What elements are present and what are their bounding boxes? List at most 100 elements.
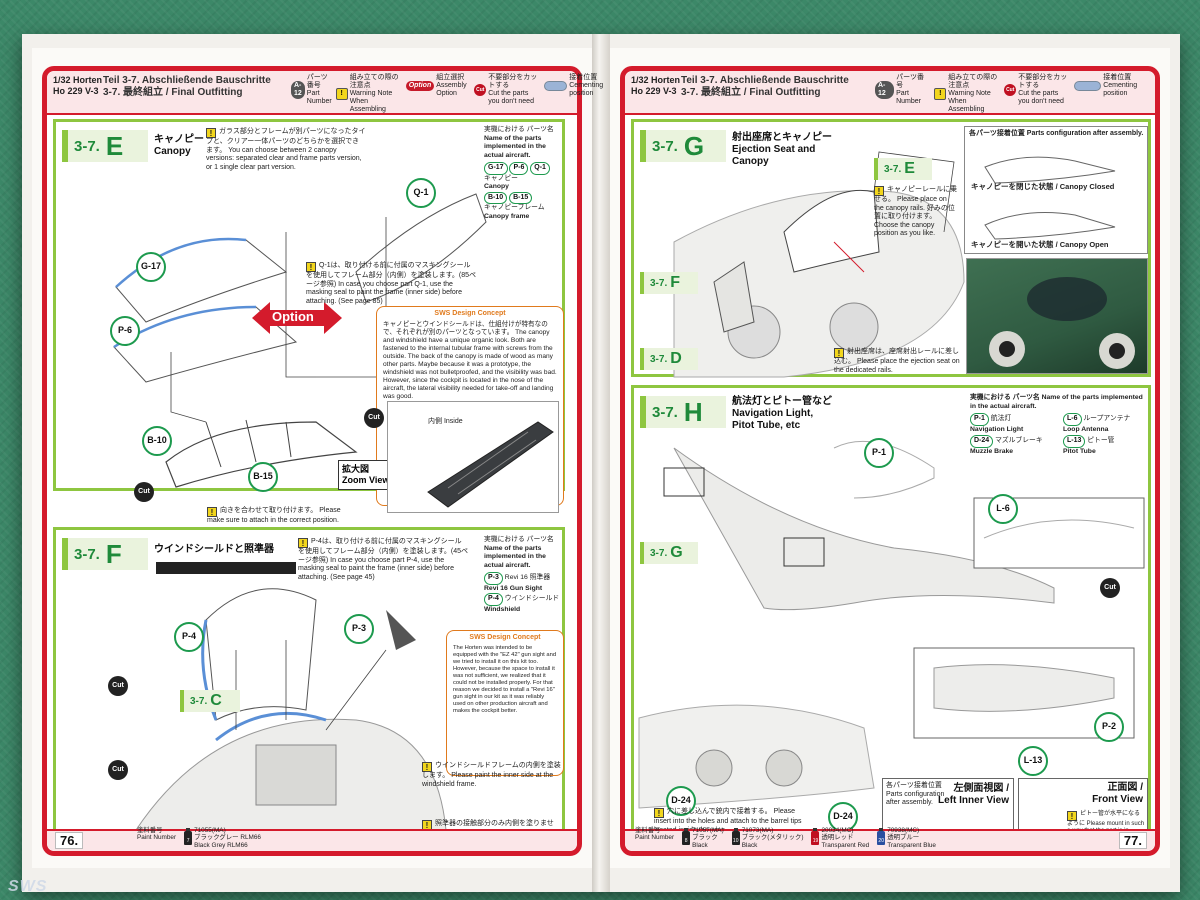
step-title: 航法灯とピトー管など Navigation Light, Pitot Tube,… <box>732 396 832 432</box>
b15-orientation-note: !向きを合わせて取り付けます。 Please make sure to atta… <box>207 507 357 526</box>
paint-code: 71073(MA) <box>741 826 774 834</box>
right-page: 1/32 Horten Ho 229 V-3 Teil 3-7. Abschli… <box>610 48 1170 868</box>
note-text: 射出座席は、座席射出レールに差し込む。 Please place the eje… <box>834 348 960 374</box>
part-tag: G-17 <box>484 162 508 175</box>
concept-title: SWS Design Concept <box>469 634 541 641</box>
warning-icon: ! <box>422 762 432 772</box>
warning-icon: ! <box>654 808 664 818</box>
step-label: 3-7. E <box>62 130 148 162</box>
cockpit-assembly-drawing <box>673 151 965 378</box>
instruction-booklet: 1/32 Horten Ho 229 V-3 Teil 3-7. Abschli… <box>22 34 1180 892</box>
sub-step-label-d: 3-7. D <box>640 348 698 370</box>
paint-jp: ブラックグレー RLM66 <box>194 834 261 841</box>
paint-code: 71057(MA) <box>692 826 724 834</box>
part-callout: P-2 <box>1094 712 1124 742</box>
step-number: 3-7. <box>74 137 100 155</box>
legend-text: Warning Note When Assembling <box>349 90 393 113</box>
paint-bottle-number: 8 <box>684 837 688 844</box>
kit-code: 1/32 Horten Ho 229 V-3 <box>53 75 102 97</box>
canopy-rail-note: !キャノピーレールに乗せる。 Please place on the canop… <box>874 186 958 239</box>
plist-title-jp: 実機における パーツ名 <box>484 536 554 543</box>
legend-text: Warning Note When Assembling <box>948 90 991 113</box>
paint-bottle-number: 7 <box>186 837 190 844</box>
part-callout: P-1 <box>864 438 894 468</box>
paint-en: Black Grey RLM66 <box>194 841 248 849</box>
step-number: 3-7. <box>74 545 100 563</box>
plist-title-en: Name of the parts implemented in the act… <box>484 134 546 159</box>
canopy-position-drawing <box>984 156 1116 240</box>
part-callout: D-24 <box>828 802 858 832</box>
step-title-jp: キャノピー <box>154 134 204 145</box>
inside-en: Inside <box>443 418 463 425</box>
legend-text: 不要部分をカットする <box>488 74 538 89</box>
parts-name-list: 実機における パーツ名 Name of the parts implemente… <box>484 126 564 221</box>
legend-text: Part Number <box>896 90 921 105</box>
note-text: 向きを合わせて取り付けます。 Please make sure to attac… <box>207 507 341 524</box>
plist-text: Muzzle Brake <box>970 447 1014 455</box>
part-tag: P-4 <box>484 593 503 606</box>
plist-text: Revi 16 Gun Sight <box>484 584 543 592</box>
part-number-icon: A-12 <box>875 81 895 99</box>
section-title: Teil 3-7. Abschließende Bauschritte 3-7.… <box>681 75 849 99</box>
plist-text: Loop Antenna <box>1063 425 1109 433</box>
kit-scale: 1/32 Horten <box>53 75 103 85</box>
paint-item: 10 71073(MA)ブラック(メタリック)Black <box>731 826 803 850</box>
step-number: 3-7. <box>650 277 668 289</box>
option-label: Option <box>272 309 314 324</box>
warning-icon: ! <box>834 348 844 358</box>
paint-en: Transparent Blue <box>887 841 936 849</box>
paint-bottle-icon: 10 <box>731 827 740 845</box>
section-title-de: Teil 3-7. Abschließende Bauschritte <box>681 75 849 86</box>
legend-text: パーツ番号 <box>306 74 328 89</box>
canopy-inside-drawing: 内側 Inside <box>387 401 559 513</box>
paint-jp: 透明ブルー <box>887 834 920 841</box>
legend-text: パーツ番号 <box>896 74 924 89</box>
paint-code: 70938(MC) <box>887 826 920 834</box>
step-title-en: Pitot Tube, etc <box>732 420 801 431</box>
warning-icon: ! <box>934 88 947 100</box>
warning-icon: ! <box>874 186 884 196</box>
part-tag: B-10 <box>484 191 508 204</box>
kit-scale: 1/32 Horten <box>631 75 681 85</box>
section-title: Teil 3-7. Abschließende Bauschritte 3-7.… <box>103 75 271 99</box>
section-title-en: 3-7. 最終組立 / Final Outfitting <box>681 87 821 98</box>
option-arrow-icon <box>252 302 342 334</box>
paint-jp: ブラック <box>692 834 718 841</box>
legend-text: 接着位置 <box>1103 74 1132 81</box>
step-label: 3-7. F <box>62 538 148 570</box>
legend-text: Cut the parts you don't need <box>488 90 534 105</box>
part-callout: L-13 <box>1018 746 1048 776</box>
step-letter: G <box>670 544 683 561</box>
legend-text: 組立選択 <box>436 74 465 81</box>
plist-title-en: Name of the parts implemented in the act… <box>484 544 546 569</box>
step-number: 3-7. <box>652 403 678 421</box>
config-title: 各パーツ接着位置 Parts configuration after assem… <box>886 782 945 806</box>
page-number: 77. <box>1118 832 1147 849</box>
plist-title-jp: 実機における パーツ名 <box>484 126 554 133</box>
part-callout: B-15 <box>248 462 278 492</box>
legend-text: Cementing position <box>569 82 604 97</box>
parts-name-list: 実機における パーツ名 Name of the parts implemente… <box>484 536 564 614</box>
step-number: 3-7. <box>190 695 208 707</box>
step-title-en: Canopy <box>154 146 191 157</box>
part-callout: G-17 <box>136 252 166 282</box>
paint-bottle-number: 19 <box>812 837 819 844</box>
step-title: キャノピー Canopy <box>154 134 204 158</box>
model-photo <box>966 258 1148 374</box>
paint-bottle-number: 20 <box>878 837 884 844</box>
paint-en: Transparent Red <box>821 841 870 849</box>
kit-model: Ho 229 V-3 <box>53 86 99 96</box>
part-callout: P-6 <box>110 316 140 346</box>
paint-label-en: Paint Number <box>635 834 675 841</box>
step-letter: E <box>904 160 915 177</box>
sub-step-label-e: 3-7. E <box>874 158 932 180</box>
step-number: 3-7. <box>650 353 668 365</box>
